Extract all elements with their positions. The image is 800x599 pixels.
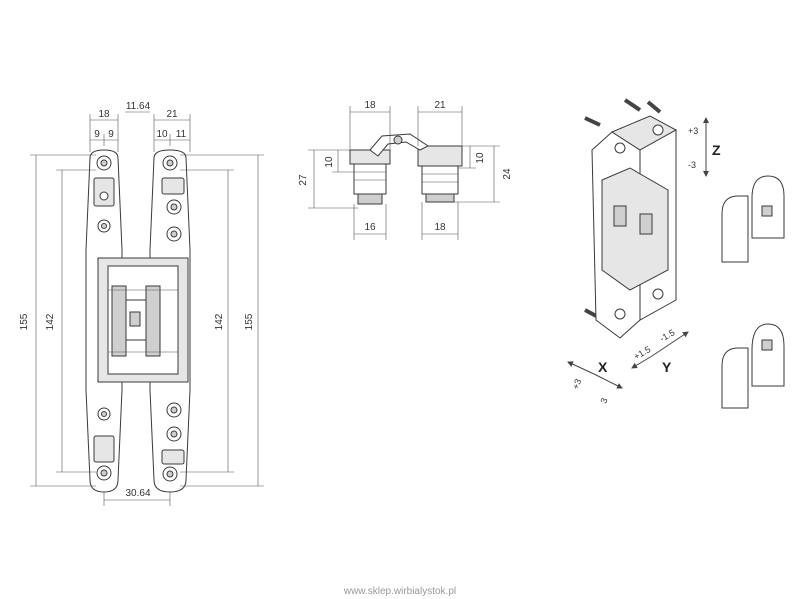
y-axis-label: Y	[662, 359, 672, 375]
hinge-top-drawing	[349, 133, 463, 205]
dim-top-left-width: 18	[364, 100, 376, 111]
z-minus-label: -3	[688, 160, 696, 170]
dim-top-right-a: 10	[156, 129, 168, 140]
dim-bottom-width: 30.64	[125, 488, 150, 499]
hinge-iso-drawing	[584, 98, 785, 409]
z-axis-label: Z	[712, 142, 721, 158]
iso-view: +3 Z -3 X +3 3 Y +1.5 -1.5	[567, 98, 785, 409]
dim-top-right-width: 21	[434, 100, 446, 111]
dim-top-left-total: 18	[98, 109, 110, 120]
dim-height-inner-right: 142	[214, 313, 225, 330]
dim-top-left-a: 9	[94, 129, 100, 140]
dim-top-right-total: 21	[166, 109, 178, 120]
front-view: 18 9 9 11.64 21 10 11 155 142 142 155 30…	[19, 101, 264, 506]
x-axis-label: X	[598, 359, 608, 375]
dim-top-right-b: 11	[176, 129, 187, 140]
x-plus-label: +3	[570, 378, 583, 391]
dim-height-inner-left: 142	[45, 313, 56, 330]
dim-top-left-b: 9	[108, 129, 114, 140]
dim-height-outer-left: 155	[19, 313, 30, 330]
z-plus-label: +3	[688, 126, 698, 136]
hinge-front-drawing	[85, 149, 191, 493]
dim-top-left-bottom: 16	[364, 222, 376, 233]
dim-top-right-bottom: 18	[434, 222, 446, 233]
y-plus-label: +1.5	[632, 344, 652, 362]
watermark: www.sklep.wirbialystok.pl	[343, 586, 456, 597]
dim-height-outer-right: 155	[244, 313, 255, 330]
dim-gap: 11.64	[126, 101, 151, 112]
top-view: 18 21 27 10 10 24 16 18	[298, 100, 513, 240]
dim-top-right-height: 24	[502, 168, 513, 180]
dim-top-left-inner: 10	[324, 156, 335, 168]
dim-top-left-height: 27	[298, 174, 309, 186]
x-minus-label: 3	[598, 397, 609, 405]
dim-top-right-inner: 10	[475, 152, 486, 164]
